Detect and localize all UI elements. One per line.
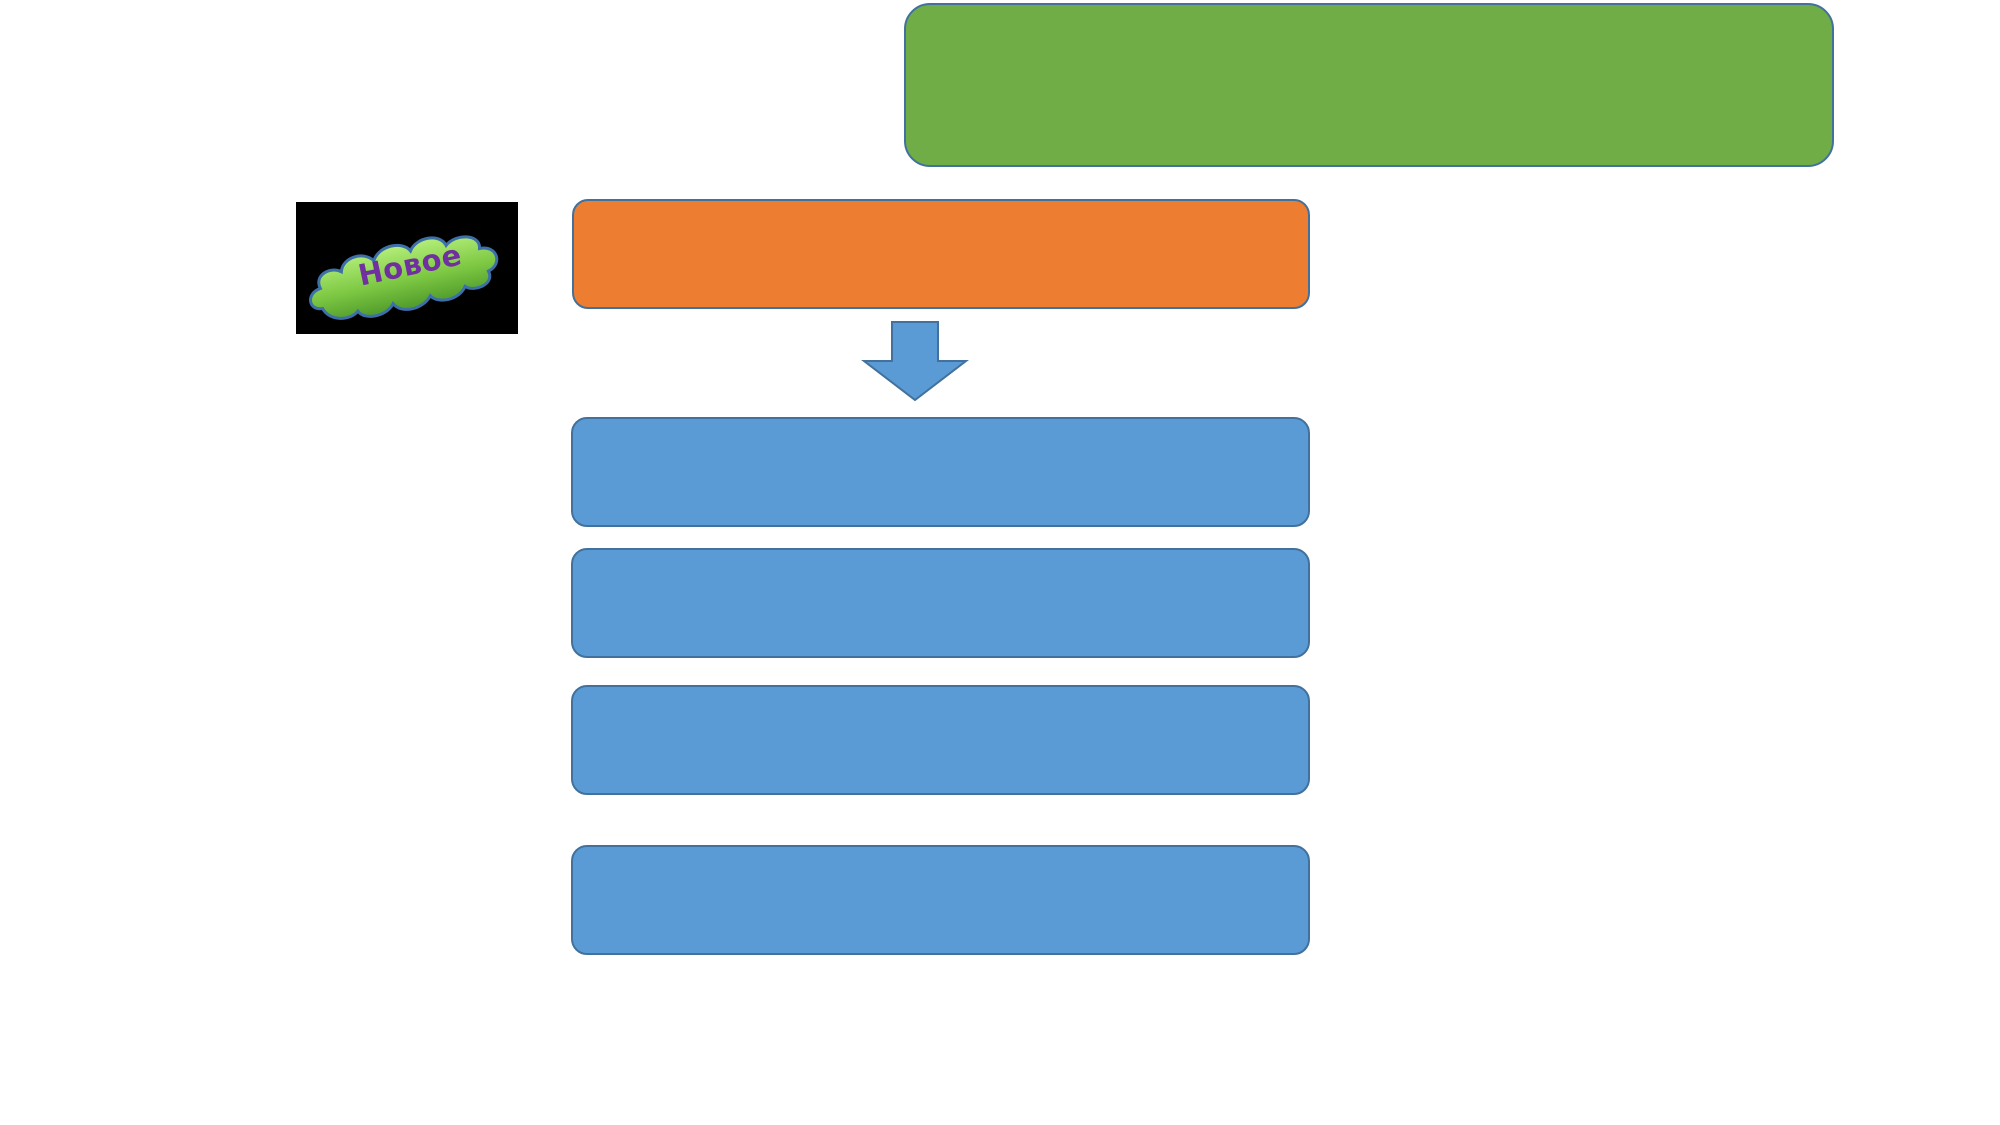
cloud-icon [309, 235, 499, 320]
down-arrow-icon [861, 321, 969, 402]
blue-box-2 [571, 548, 1310, 658]
blue-box-4 [571, 845, 1310, 955]
new-badge: Новое [296, 202, 518, 334]
orange-box [572, 199, 1310, 309]
blue-box-3 [571, 685, 1310, 795]
green-box [904, 3, 1834, 167]
blue-box-1 [571, 417, 1310, 527]
